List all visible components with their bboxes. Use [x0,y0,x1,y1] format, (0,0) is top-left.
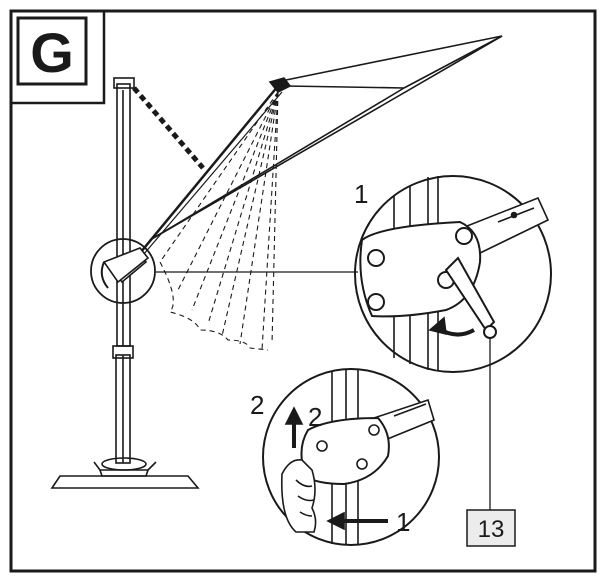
part-number: 13 [478,516,505,543]
detail-circle-top [354,175,552,373]
detail-crank-zoom [354,175,552,510]
callout-top-step: 1 [354,179,368,209]
canopy-arm [125,85,279,271]
diagram-frame [9,9,597,573]
zoom-marker-crank [90,238,156,304]
badge-corner-lines [11,11,106,105]
detail-release-zoom [262,368,440,546]
tilt-ribs-dashed [159,91,279,351]
up-arrow [284,406,304,425]
callout-bottom-step-outer: 2 [250,390,264,420]
umbrella-base [50,475,200,489]
umbrella [50,35,503,489]
crank-handle [444,256,496,332]
step-badge-letter: G [30,21,74,84]
part-number-box [466,509,516,547]
push-arrow [326,511,345,531]
callout-bottom-step-arrow: 2 [308,402,322,432]
support-arm-dashed [132,86,205,170]
detail-circle-bottom [262,368,440,546]
callout-bottom-step-push: 1 [396,507,410,537]
step-badge-box [16,16,88,86]
